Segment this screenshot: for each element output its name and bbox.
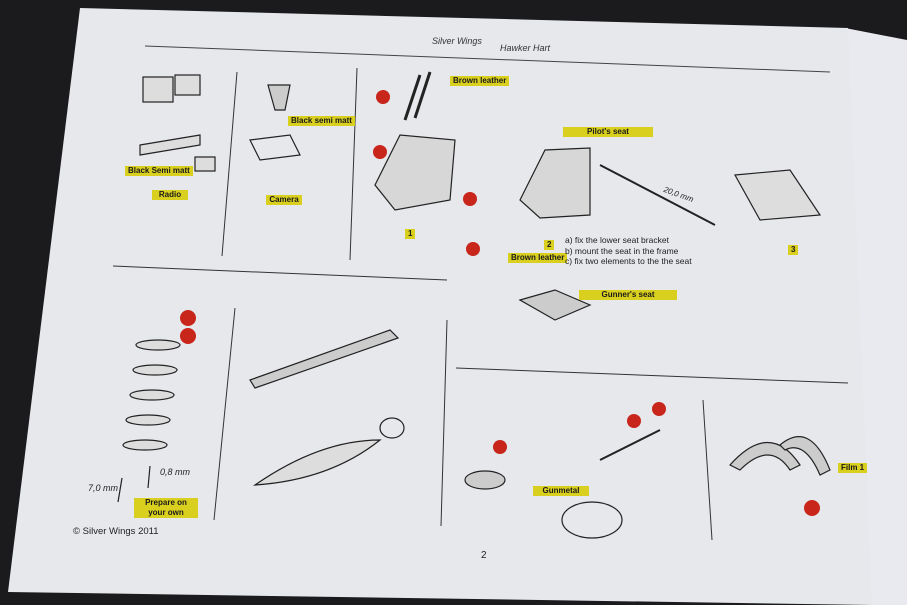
label-gunners-seat: Gunner's seat — [579, 290, 677, 300]
label-brown-leather-2: Brown leather — [508, 253, 568, 263]
label-prepare: Prepare on your own — [134, 498, 198, 518]
instruction-page — [8, 8, 872, 605]
label-radio: Radio — [152, 190, 188, 200]
label-film: Film 1 — [838, 463, 868, 473]
step-2: 2 — [544, 240, 555, 250]
pe-part-badges — [180, 90, 820, 516]
panel-dividers — [112, 67, 849, 541]
header-rule — [144, 45, 831, 73]
step-3: 3 — [788, 245, 799, 255]
copyright: © Silver Wings 2011 — [73, 526, 159, 537]
label-black-semi-matt: Black semi matt — [288, 116, 355, 126]
dim-pin-length: 7,0 mm — [88, 483, 119, 493]
label-pilots-seat: Pilot's seat — [563, 127, 653, 137]
next-page — [845, 28, 907, 605]
label-black-semi-matt-radio: Black Semi matt — [125, 166, 193, 176]
instruction-a: a) fix the lower seat bracket — [565, 235, 669, 245]
step-1: 1 — [405, 229, 416, 239]
header-model: Hawker Hart — [500, 43, 551, 53]
label-brown-leather: Brown leather — [450, 76, 510, 86]
label-gunmetal: Gunmetal — [533, 486, 589, 496]
part-drawings — [117, 71, 831, 539]
page-number: 2 — [481, 550, 487, 561]
instruction-b: b) mount the seat in the frame — [565, 246, 679, 256]
label-camera: Camera — [266, 195, 302, 205]
header-brand: Silver Wings — [432, 36, 482, 46]
instruction-c: c) fix two elements to the the seat — [565, 256, 692, 266]
dim-pin-diameter: 0,8 mm — [160, 467, 191, 477]
